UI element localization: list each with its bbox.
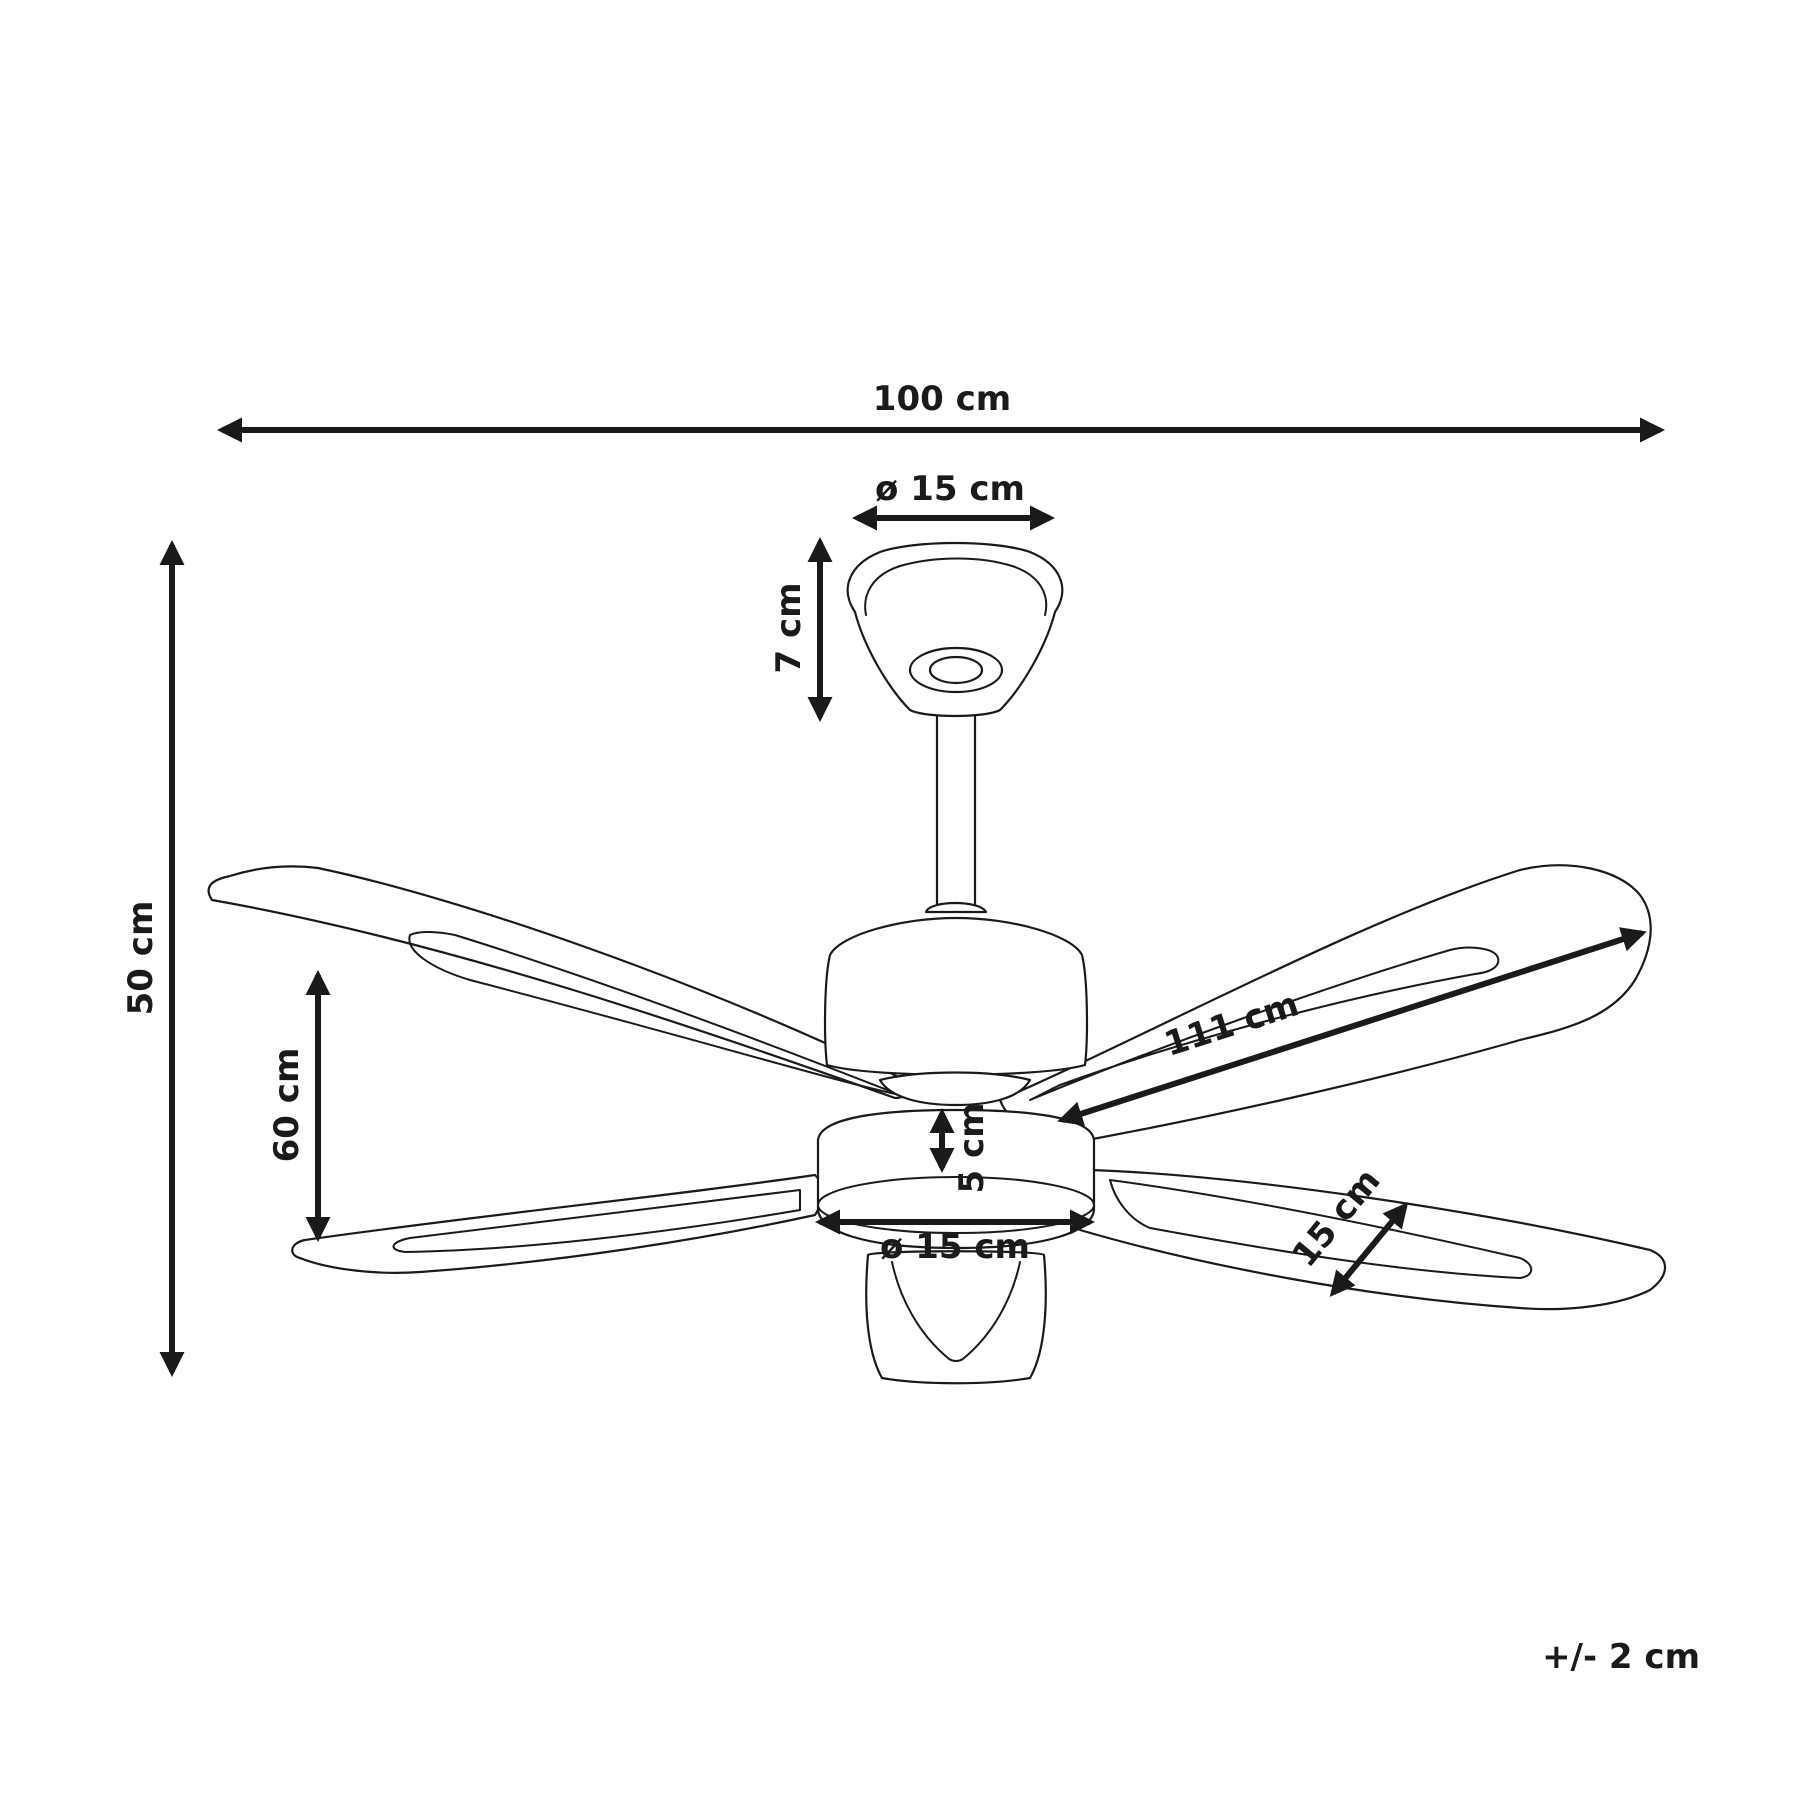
blade-depth-label: 60 cm xyxy=(267,1048,307,1163)
tolerance-note: +/- 2 cm xyxy=(1542,1637,1700,1677)
total-width-label: 100 cm xyxy=(873,379,1011,419)
blade-upper-left xyxy=(207,865,917,1100)
glass-globe xyxy=(865,1250,1047,1385)
total-height-label: 50 cm xyxy=(121,901,161,1016)
motor-housing xyxy=(823,916,1089,1107)
downrod-collar xyxy=(924,902,988,914)
blade-lower-left xyxy=(291,1173,824,1274)
blade-upper-right xyxy=(998,864,1652,1147)
canopy xyxy=(846,541,1064,718)
dimension-lines xyxy=(159,417,1666,1378)
blade-length-arrow xyxy=(1057,927,1647,1126)
canopy-diameter-label: ø 15 cm xyxy=(875,469,1025,509)
light-height-label: 5 cm xyxy=(952,1102,992,1193)
blade-width-arrow xyxy=(1329,1202,1409,1297)
canopy-height-label: 7 cm xyxy=(769,582,809,673)
light-diameter-label: ø 15 cm xyxy=(880,1227,1030,1267)
